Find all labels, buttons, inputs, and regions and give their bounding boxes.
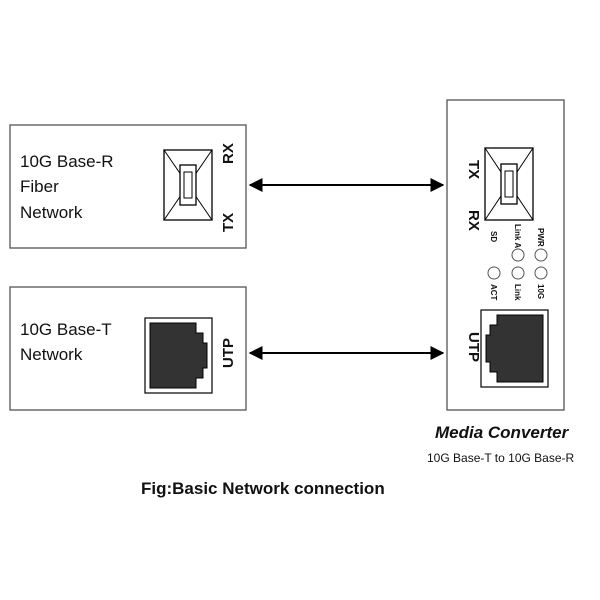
fiber-rx-label: RX (220, 143, 237, 164)
led-label-10g: 10G (536, 284, 545, 299)
converter-tx-label: TX (465, 160, 482, 179)
fiber-network-box: 10G Base-R Fiber Network RX TX (9, 124, 247, 249)
copper-network-box: 10G Base-T Network UTP (9, 286, 247, 411)
fiber-label-line1: 10G Base-R (20, 152, 114, 171)
fiber-label-line2: Fiber (20, 177, 59, 196)
led-label-link-act: Link ACT (513, 224, 522, 259)
converter-utp-label: UTP (465, 332, 482, 362)
led-label-pwr: PWR (536, 228, 545, 247)
copper-label-line2: Network (20, 345, 83, 364)
copper-label-line1: 10G Base-T (20, 320, 112, 339)
led-pwr (534, 248, 548, 262)
figure-caption: Fig:Basic Network connection (141, 479, 385, 498)
sfp-port-icon (163, 149, 213, 221)
converter-rj45-port-icon (480, 309, 549, 388)
led-10g (534, 266, 548, 280)
converter-title: Media Converter (435, 423, 570, 442)
converter-sfp-port-icon (484, 147, 534, 221)
copper-utp-label: UTP (220, 338, 237, 368)
converter-rx-label: RX (465, 210, 482, 231)
fiber-tx-label: TX (220, 213, 237, 232)
led-link-act (511, 248, 525, 262)
rj45-port-icon (144, 317, 213, 394)
led-label-act: ACT (489, 284, 498, 301)
led-link (511, 266, 525, 280)
led-act (487, 266, 501, 280)
media-converter: TX RX PWR Link ACT SD 10G Link ACT UTP (446, 99, 565, 411)
fiber-label-line3: Network (20, 203, 83, 222)
led-label-link: Link (513, 284, 522, 301)
converter-subtitle: 10G Base-T to 10G Base-R (427, 451, 575, 465)
led-label-sd: SD (489, 231, 498, 242)
